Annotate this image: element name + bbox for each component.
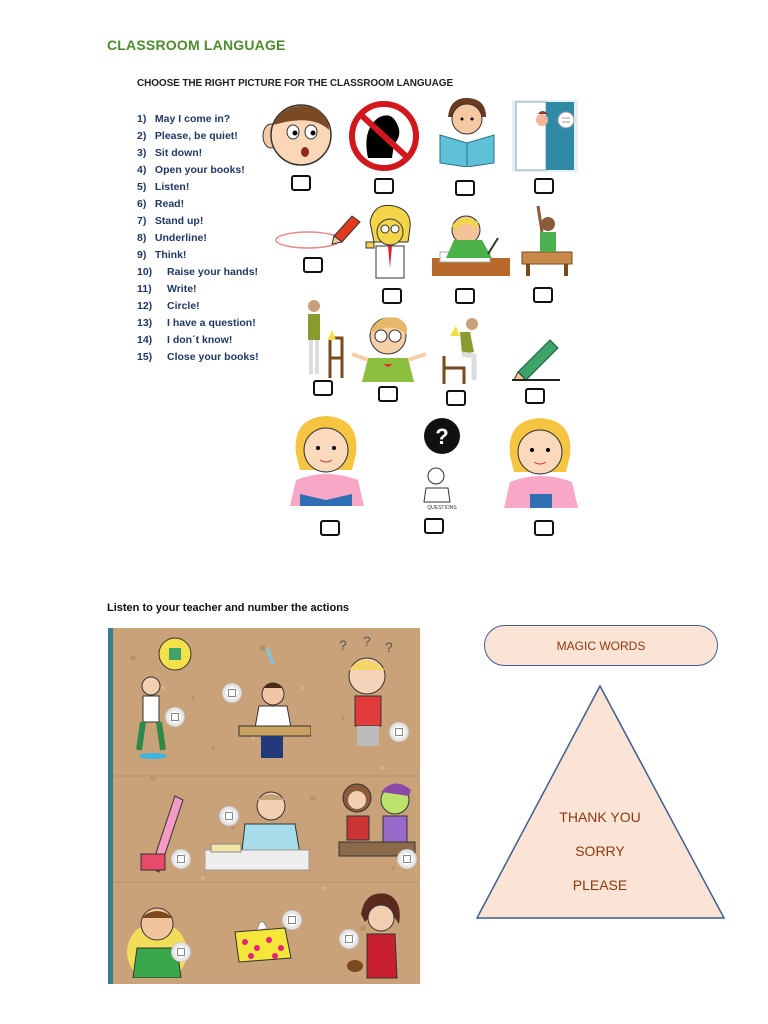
question-mark-text: ?	[435, 424, 448, 449]
phrase-item: 9) Think!	[137, 249, 187, 261]
svg-text:?: ?	[339, 637, 347, 653]
phrase-list: 1) May I come in? 2) Please, be quiet! 3…	[137, 111, 259, 366]
actions-cork-board: ? ? ?	[108, 628, 420, 984]
door-come-in-picture	[512, 100, 578, 172]
phrase-item: 7) Stand up!	[137, 215, 204, 227]
svg-text:?: ?	[363, 636, 371, 649]
open-book-girl-picture	[290, 416, 364, 506]
answer-checkbox[interactable]	[424, 518, 444, 534]
thinking-man-picture	[136, 637, 192, 759]
magic-word-please: PLEASE	[572, 877, 628, 893]
answer-checkbox[interactable]	[382, 288, 402, 304]
number-checkbox[interactable]	[172, 943, 190, 961]
answer-checkbox[interactable]	[378, 386, 398, 402]
magic-words-triangle	[475, 684, 726, 919]
girl-with-bag-picture	[347, 893, 400, 979]
tissue-box-picture	[234, 921, 292, 963]
answer-checkbox[interactable]	[303, 257, 323, 273]
number-checkbox[interactable]	[398, 850, 416, 868]
answer-checkbox[interactable]	[534, 520, 554, 536]
phrase-item: 13)I have a question!	[137, 317, 256, 329]
answer-checkbox[interactable]	[534, 178, 554, 194]
boy-at-desk-picture	[238, 647, 311, 758]
questions-caption: QUESTIONS	[427, 505, 457, 511]
circle-pencil-picture	[275, 215, 361, 249]
number-checkbox[interactable]	[283, 911, 301, 929]
number-checkbox[interactable]	[223, 684, 241, 702]
two-girls-picture	[338, 783, 416, 857]
number-checkbox[interactable]	[340, 930, 358, 948]
number-checkbox[interactable]	[172, 850, 190, 868]
phrase-item: 10)Raise your hands!	[137, 266, 259, 278]
phrase-item: 4) Open your books!	[137, 164, 245, 176]
magic-words-banner: MAGIC WORDS	[484, 625, 718, 666]
magic-word-thank-you: THANK YOU	[559, 809, 641, 825]
thinking-cartoon-picture	[365, 204, 411, 279]
listening-instruction: Listen to your teacher and number the ac…	[107, 602, 350, 614]
answer-checkbox[interactable]	[455, 288, 475, 304]
exercise-instruction: CHOOSE THE RIGHT PICTURE FOR THE CLASSRO…	[137, 78, 454, 89]
writing-boy-picture	[432, 215, 510, 276]
stand-up-picture	[308, 300, 344, 378]
number-checkbox[interactable]	[166, 708, 184, 726]
listen-boy-picture	[262, 104, 332, 166]
answer-checkbox[interactable]	[533, 287, 553, 303]
phrase-item: 14)I don´t know!	[137, 334, 233, 346]
answer-checkbox[interactable]	[446, 390, 466, 406]
answer-checkbox[interactable]	[374, 178, 394, 194]
phrase-item: 15)Close your books!	[137, 351, 259, 363]
pencil-sharpener-picture	[140, 795, 184, 873]
number-checkbox[interactable]	[220, 807, 238, 825]
answer-checkbox[interactable]	[291, 175, 311, 191]
phrase-item: 8) Underline!	[137, 232, 207, 244]
svg-text:?: ?	[385, 639, 393, 655]
student-thinking-picture	[205, 791, 310, 871]
be-quiet-sign-picture	[349, 101, 419, 171]
phrase-item: 1) May I come in?	[137, 113, 231, 125]
sit-down-picture	[442, 318, 478, 384]
underline-pencil-picture	[512, 339, 560, 381]
answer-checkbox[interactable]	[455, 180, 475, 196]
confused-boy-picture: ? ? ?	[339, 636, 393, 746]
sick-boy-picture	[127, 907, 187, 978]
dont-know-picture	[351, 317, 427, 382]
page-title: CLASSROOM LANGUAGE	[107, 37, 286, 53]
phrase-item: 3) Sit down!	[137, 147, 203, 159]
phrase-item: 11)Write!	[137, 283, 197, 295]
question-boy-picture: ? QUESTIONS	[423, 418, 460, 511]
reading-boy-picture	[439, 97, 495, 167]
magic-words-label: MAGIC WORDS	[556, 638, 646, 653]
phrase-item: 2) Please, be quiet!	[137, 130, 238, 142]
answer-checkbox[interactable]	[525, 388, 545, 404]
raise-hand-picture	[521, 205, 573, 276]
phrase-item: 6) Read!	[137, 198, 185, 210]
phrase-item: 12)Circle!	[137, 300, 200, 312]
answer-checkbox[interactable]	[313, 380, 333, 396]
close-book-girl-picture	[504, 418, 578, 508]
magic-word-sorry: SORRY	[575, 843, 625, 859]
number-checkbox[interactable]	[390, 723, 408, 741]
answer-checkbox[interactable]	[320, 520, 340, 536]
phrase-item: 5) Listen!	[137, 181, 190, 193]
